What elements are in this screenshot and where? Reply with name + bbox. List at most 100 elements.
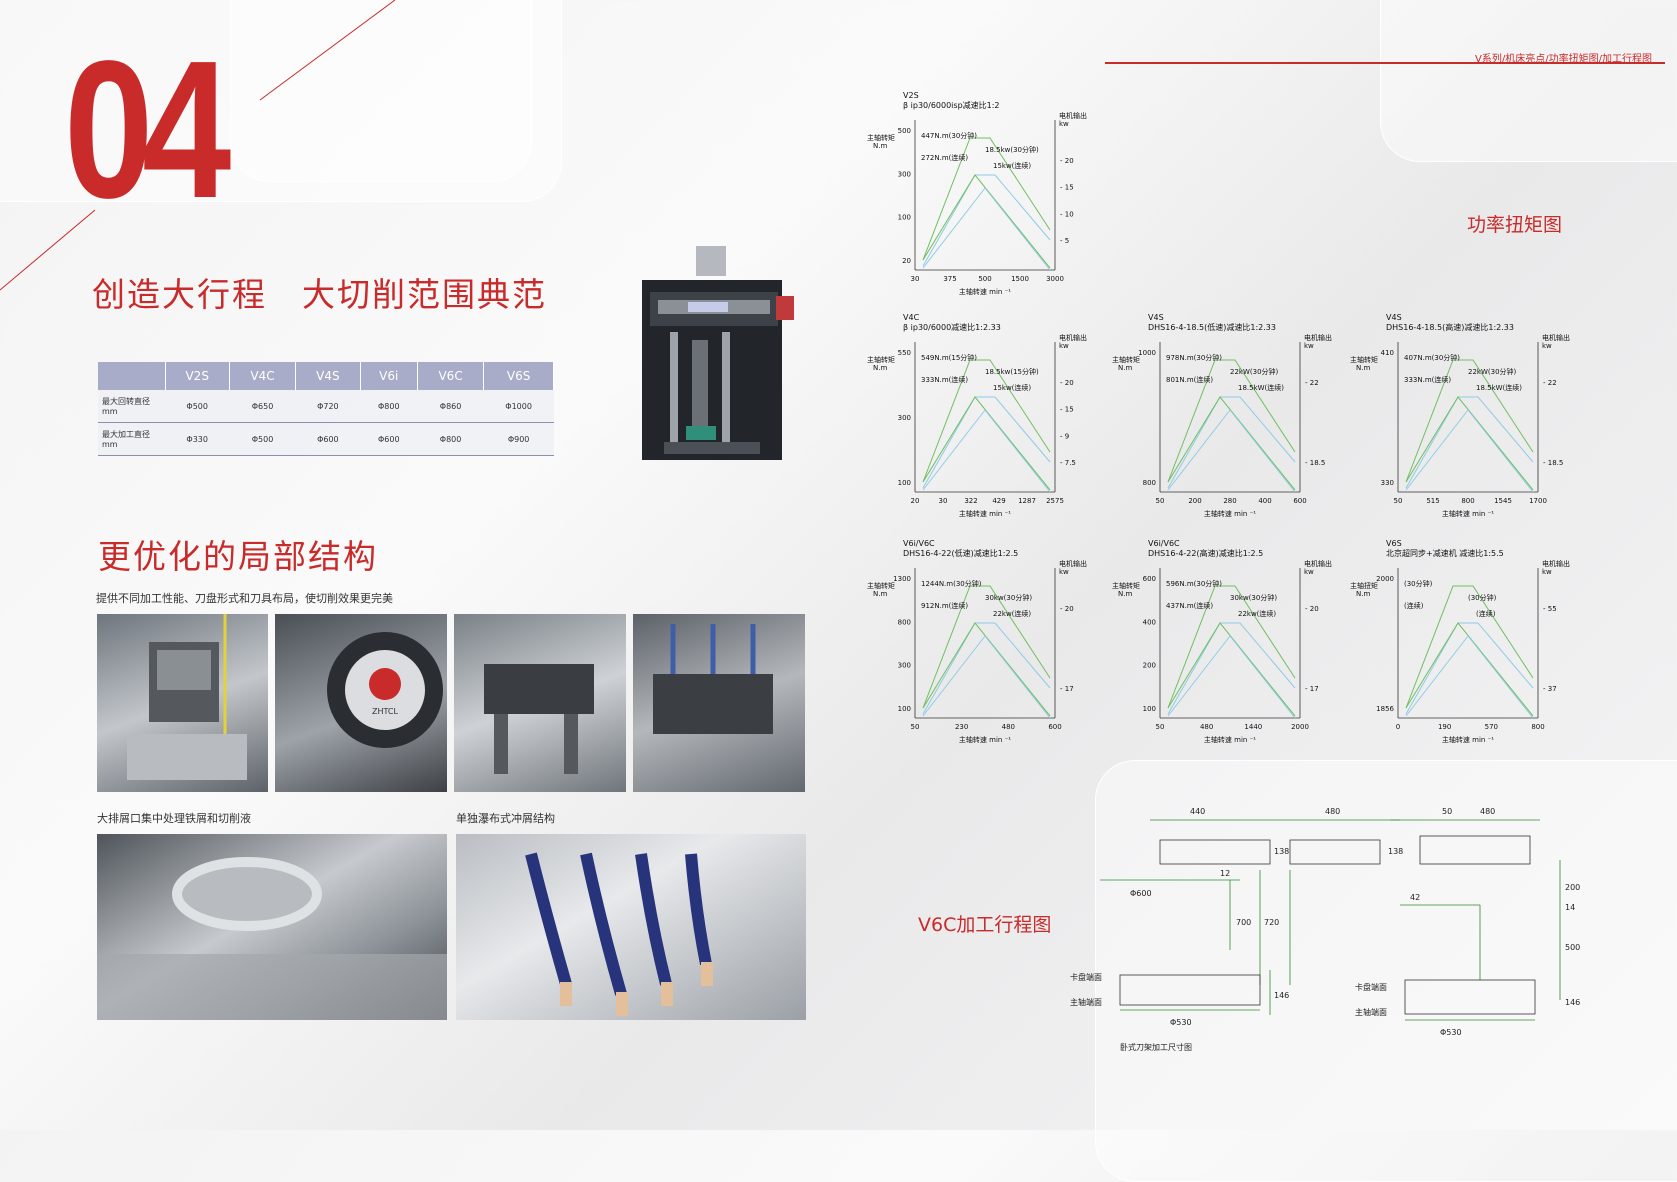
drawing-label: 主轴端面 — [1070, 997, 1102, 1007]
chart-annotation: 18.5kW(连续) — [1238, 383, 1284, 392]
chart-ylabel-unit: N.m — [873, 590, 887, 598]
photo-tool-holder — [454, 614, 626, 792]
bg-panel-left2 — [230, 0, 532, 182]
chart-line-continuous — [1405, 622, 1534, 715]
chart-ytick: 600 — [1143, 575, 1156, 583]
chart-y2label-unit: kw — [1059, 342, 1069, 350]
chart-spec: DHS16-4-22(高速)减速比1:2.5 — [1148, 548, 1263, 558]
table-cell: Φ900 — [483, 422, 554, 456]
chart-ylabel: 主轴转矩 — [867, 581, 895, 590]
chart-xtick: 1440 — [1244, 723, 1262, 731]
power-torque-chart: V6i/V6CDHS16-4-22(低速)减速比1:2.5主轴转矩N.m电机输出… — [867, 539, 1087, 744]
chart-line-30min — [1167, 359, 1296, 483]
chart-annotation: 437N.m(连续) — [1166, 601, 1213, 610]
photo-tool-block — [633, 614, 805, 792]
chart-ytick: 100 — [898, 214, 911, 222]
chart-spec: β ip30/6000isp减速比1:2 — [903, 100, 1000, 110]
chart-y2tick: - 22 — [1543, 379, 1557, 387]
chart-annotation: 18.5kw(15分钟) — [985, 367, 1039, 376]
chart-y2tick: - 18.5 — [1543, 459, 1563, 467]
caption-chip-outlet: 大排屑口集中处理铁屑和切削液 — [97, 812, 251, 825]
dim-label: 480 — [1325, 807, 1340, 816]
chart-ylabel: 主轴转矩 — [867, 133, 895, 142]
chart-xtick: 2000 — [1291, 723, 1309, 731]
chart-xtick: 1700 — [1529, 497, 1547, 505]
dim-label: 720 — [1264, 918, 1279, 927]
chart-line-power-continuous — [1167, 635, 1296, 719]
chart-annotation: 333N.m(连续) — [1404, 375, 1451, 384]
table-cell: Φ600 — [360, 422, 418, 456]
chart-line-30min — [1167, 585, 1296, 709]
dim-label: Φ530 — [1440, 1028, 1462, 1037]
table-cell: Φ720 — [295, 390, 361, 423]
chart-annotation: 18.5kW(连续) — [1476, 383, 1522, 392]
chart-y2label-unit: kw — [1304, 568, 1314, 576]
chart-annotation: 15kw(连续) — [993, 383, 1031, 392]
chart-ytick: 330 — [1381, 479, 1394, 487]
chart-xtick: 30 — [911, 275, 920, 283]
chart-y2tick: - 5 — [1060, 237, 1069, 245]
chart-ylabel-unit: N.m — [1356, 590, 1370, 598]
drawing-caption: 卧式刀架加工尺寸图 — [1120, 1042, 1192, 1052]
chart-xtick: 0 — [1396, 723, 1400, 731]
chart-line-continuous — [1167, 396, 1296, 489]
chart-line-power-continuous — [1405, 635, 1534, 719]
chart-xtick: 375 — [943, 275, 956, 283]
chart-xtick: 800 — [1461, 497, 1474, 505]
table-header-cell: V4S — [295, 362, 361, 390]
chart-xlabel: 主轴转速 min ⁻¹ — [959, 735, 1011, 744]
chart-model: V6S — [1386, 539, 1402, 548]
chart-line-30min — [922, 585, 1051, 709]
chart-y2tick: - 15 — [1060, 184, 1074, 192]
chart-xtick: 1545 — [1494, 497, 1512, 505]
table-cell: Φ330 — [165, 422, 230, 456]
section2-subtitle: 提供不同加工性能、刀盘形式和刀具布局，使切削效果更完美 — [96, 592, 393, 605]
chart-xtick: 50 — [911, 723, 920, 731]
dim-label: 138 — [1388, 847, 1403, 856]
chart-annotation: 22kw(连续) — [993, 609, 1031, 618]
chart-y2tick: - 10 — [1060, 210, 1074, 218]
chart-y2tick: - 20 — [1060, 379, 1074, 387]
header-rule — [1105, 62, 1665, 64]
drawing-label: 卡盘端面 — [1070, 972, 1102, 982]
chart-y2tick: - 20 — [1060, 605, 1074, 613]
chart-xtick: 800 — [1531, 723, 1544, 731]
dim-label: 146 — [1565, 998, 1580, 1007]
chart-model: V2S — [903, 91, 919, 100]
chart-y2label-unit: kw — [1542, 568, 1552, 576]
chart-ytick: 500 — [898, 127, 911, 135]
dim-label: 138 — [1274, 847, 1289, 856]
chart-ylabel-unit: N.m — [1118, 590, 1132, 598]
dim-label: 14 — [1565, 903, 1575, 912]
table-cell: Φ800 — [417, 422, 484, 456]
chart-xtick: 30 — [939, 497, 948, 505]
chart-annotation: (连续) — [1476, 609, 1496, 618]
chart-spec: DHS16-4-18.5(高速)减速比1:2.33 — [1386, 322, 1514, 332]
dim-label: Φ530 — [1170, 1018, 1192, 1027]
chart-xtick: 600 — [1293, 497, 1306, 505]
chart-y2label: 电机输出 — [1059, 333, 1087, 342]
chart-annotation: (连续) — [1404, 601, 1424, 610]
chart-line-power-continuous — [922, 635, 1051, 719]
dim-label: 200 — [1565, 883, 1580, 892]
chart-line-continuous — [922, 174, 1051, 267]
chart-line-power-30min — [1167, 396, 1296, 491]
chart-xtick: 322 — [964, 497, 977, 505]
table-cell: Φ1000 — [483, 390, 554, 423]
chart-ylabel-unit: N.m — [1118, 364, 1132, 372]
chart-y2tick: - 9 — [1060, 432, 1069, 440]
chart-y2tick: - 7.5 — [1060, 459, 1076, 467]
chart-xtick: 480 — [1200, 723, 1213, 731]
table-cell: Φ500 — [229, 422, 296, 456]
dim-label: 12 — [1220, 869, 1230, 878]
chart-annotation: 15kw(连续) — [993, 161, 1031, 170]
chart-annotation: 801N.m(连续) — [1166, 375, 1213, 384]
chart-annotation: 22kw(连续) — [1238, 609, 1276, 618]
chart-y2tick: - 20 — [1060, 157, 1074, 165]
bg-panel-right2 — [1380, 0, 1677, 162]
table-header-cell: V4C — [229, 362, 297, 390]
chart-y2tick: - 17 — [1305, 685, 1319, 693]
